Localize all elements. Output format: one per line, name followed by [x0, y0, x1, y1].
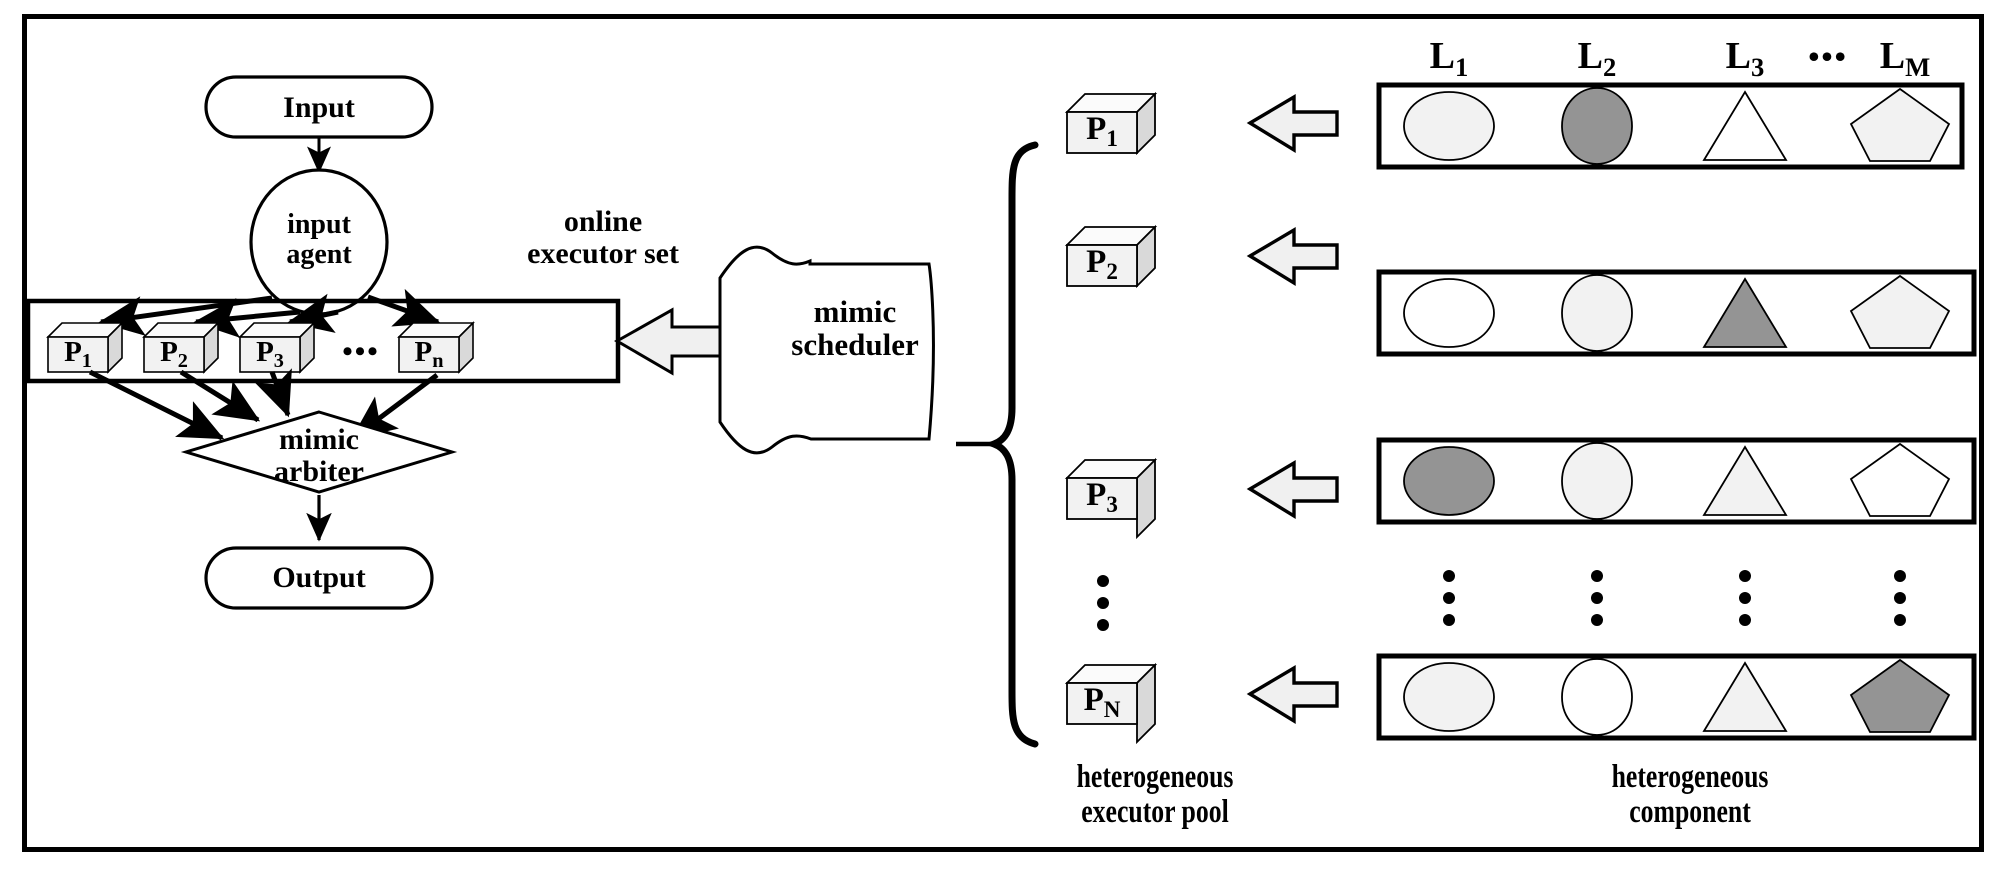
pool-label-p1: P1 — [1067, 111, 1137, 151]
executor-label-p1: P1 — [48, 337, 108, 373]
online-set-line1: online — [563, 205, 643, 238]
input-agent-line2: agent — [286, 238, 352, 270]
pool-p3-base: P — [1086, 477, 1107, 513]
pool-label-pn: PN — [1067, 682, 1137, 722]
executor-p3-sub: 3 — [273, 350, 284, 373]
component-caption-line1: heterogeneous — [1611, 759, 1769, 795]
output-node-label: Output — [272, 561, 366, 594]
component-ellipsis-c4 — [1893, 570, 1907, 626]
arbiter-line1: mimic — [279, 423, 359, 456]
pool-p1-sub: 1 — [1106, 124, 1118, 151]
executor-p1-sub: 1 — [81, 350, 92, 373]
input-node-label: Input — [283, 91, 355, 124]
input-agent-line1: input — [287, 209, 351, 240]
executor-pn-sub: n — [432, 350, 444, 373]
header-lm-sub: M — [1905, 51, 1931, 82]
component-ellipsis-c3 — [1738, 570, 1752, 626]
pool-caption-line1: heterogeneous — [1076, 759, 1234, 795]
scheduler-line2: scheduler — [791, 326, 919, 362]
header-l3-sub: 3 — [1751, 51, 1765, 82]
executor-pn-base: P — [414, 336, 433, 368]
mimic-arbiter-label: mimic arbiter — [219, 424, 419, 488]
executor-label-pn: Pn — [399, 337, 459, 373]
executor-p1-base: P — [64, 336, 82, 368]
component-caption-line2: component — [1629, 793, 1751, 830]
header-l2-base: L — [1577, 35, 1604, 77]
component-ellipsis-c2 — [1590, 570, 1604, 626]
executor-p2-sub: 2 — [177, 350, 188, 373]
input-agent-label: input agent — [249, 210, 389, 269]
header-l1-base: L — [1429, 35, 1456, 77]
column-header-l2: L2 — [1552, 36, 1642, 81]
column-header-l1: L1 — [1404, 36, 1494, 81]
component-caption: heterogeneous component — [1522, 760, 1857, 830]
component-ellipsis-c1 — [1442, 570, 1456, 626]
pool-p1-base: P — [1086, 111, 1107, 147]
header-l2-sub: 2 — [1603, 51, 1617, 82]
mimic-scheduler-label: mimic scheduler — [740, 294, 970, 362]
column-header-l3: L3 — [1700, 36, 1790, 81]
pool-pn-base: P — [1083, 682, 1104, 718]
pool-label-p3: P3 — [1067, 477, 1137, 517]
online-set-line2: executor set — [527, 236, 679, 270]
scheduler-line1: mimic — [813, 294, 897, 329]
arbiter-line2: arbiter — [274, 454, 364, 488]
header-l1-sub: 1 — [1455, 51, 1469, 82]
online-executor-set-label: online executor set — [458, 206, 748, 270]
pool-vertical-ellipsis — [1096, 575, 1110, 631]
header-l3-base: L — [1725, 35, 1752, 77]
column-header-ellipsis: ••• — [1808, 38, 1848, 74]
pool-p3-sub: 3 — [1106, 490, 1118, 517]
header-lm-base: L — [1879, 35, 1906, 77]
executor-label-p3: P3 — [240, 337, 300, 373]
executor-p2-base: P — [160, 336, 178, 368]
executor-p3-base: P — [256, 336, 274, 368]
pool-label-p2: P2 — [1067, 244, 1137, 284]
column-header-lm: LM — [1855, 36, 1955, 81]
pool-p2-sub: 2 — [1106, 257, 1118, 284]
pool-caption-line2: executor pool — [1081, 793, 1229, 830]
pool-caption: heterogeneous executor pool — [987, 760, 1322, 830]
executors-ellipsis: ••• — [342, 335, 380, 368]
pool-pn-sub: N — [1103, 695, 1121, 722]
executor-label-p2: P2 — [144, 337, 204, 373]
pool-p2-base: P — [1086, 244, 1107, 280]
